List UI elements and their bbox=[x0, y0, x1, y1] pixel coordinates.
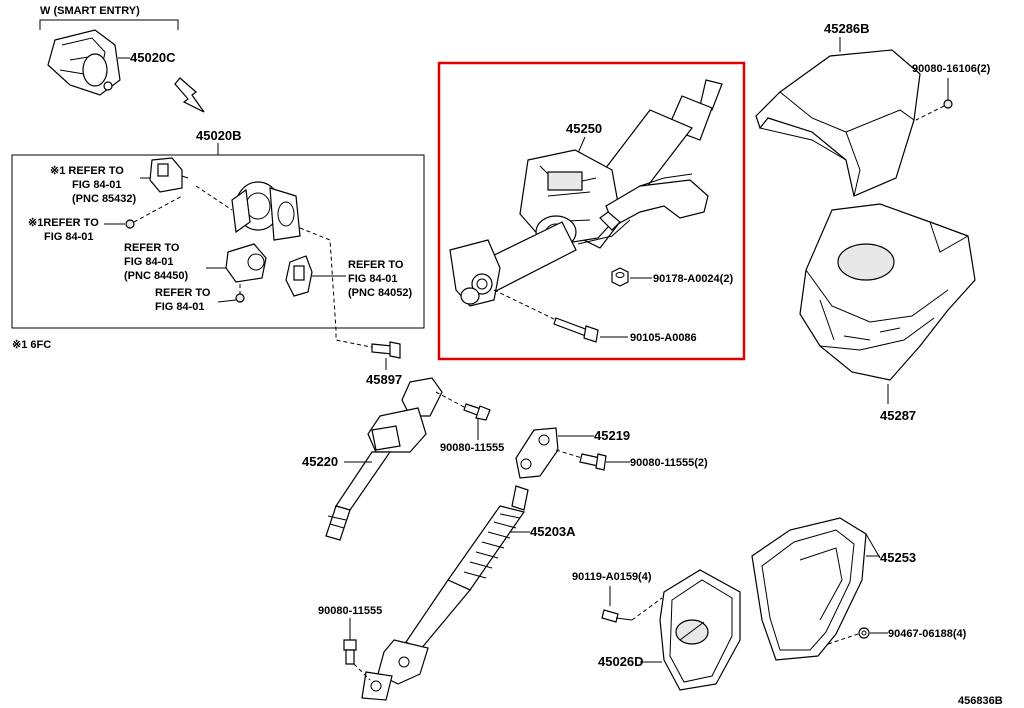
ref-note-2-line2: FIG 84-01 bbox=[44, 231, 94, 243]
ref-note-2-line1: ※1REFER TO bbox=[28, 217, 99, 229]
yoke-45219-drawing[interactable] bbox=[515, 427, 559, 479]
part-45220-label: 45220 bbox=[302, 454, 338, 469]
bolt-11555c-drawing[interactable] bbox=[343, 639, 357, 665]
upper-column-cover-drawing[interactable] bbox=[755, 49, 921, 197]
steering-shaft-boot-drawing[interactable] bbox=[361, 485, 529, 701]
bolt-11555a-drawing[interactable] bbox=[463, 403, 491, 421]
part-45220-group: 90080-11555 45220 bbox=[302, 377, 504, 541]
screw-icon bbox=[125, 219, 135, 229]
part-90080-11555b-label: 90080-11555(2) bbox=[630, 457, 708, 469]
switch-84052-drawing[interactable] bbox=[285, 255, 313, 297]
smart-entry-group: W (SMART ENTRY) 45020C bbox=[39, 5, 205, 113]
part-90080-16106-label: 90080-16106(2) bbox=[912, 63, 991, 75]
part-45250-group: 45250 bbox=[449, 79, 733, 344]
ref-note-1-line2: FIG 84-01 bbox=[72, 179, 122, 191]
ref-note-1-line3: (PNC 85432) bbox=[72, 193, 137, 205]
steering-column-drawing[interactable] bbox=[449, 79, 723, 307]
ref-note-4-line2: FIG 84-01 bbox=[155, 301, 205, 313]
part-90080-11555c-label: 90080-11555 bbox=[318, 605, 382, 617]
ref-note-5-line1: REFER TO bbox=[348, 259, 404, 271]
part-45286B-label: 45286B bbox=[824, 21, 870, 36]
part-45287-label: 45287 bbox=[880, 408, 916, 423]
ref-note-3-line3: (PNC 84450) bbox=[124, 270, 189, 282]
smart-entry-label: W (SMART ENTRY) bbox=[40, 5, 140, 17]
bolt-90105-drawing[interactable] bbox=[553, 317, 599, 343]
lower-column-cover-drawing[interactable] bbox=[799, 203, 976, 381]
screw-90119-drawing[interactable] bbox=[601, 609, 633, 623]
part-45020B-group: 45020B ※1 REFER TO FIG 84-01 (PNC 85432)… bbox=[11, 128, 425, 349]
part-45250-label: 45250 bbox=[566, 121, 602, 136]
steering-boot-plate-drawing[interactable] bbox=[659, 569, 741, 691]
part-45020C-drawing[interactable] bbox=[47, 29, 121, 96]
bolt-45897-drawing[interactable] bbox=[371, 341, 401, 359]
part-45026D-label: 45026D bbox=[598, 654, 644, 669]
diagram-ref-number: 456836B bbox=[958, 695, 1003, 707]
clip-90467-drawing[interactable] bbox=[858, 627, 870, 639]
footnote-6fc: ※1 6FC bbox=[12, 339, 51, 351]
ref-note-3-line1: REFER TO bbox=[124, 242, 180, 254]
ref-note-1-line1: ※1 REFER TO bbox=[50, 165, 124, 177]
screw-16106-icon[interactable] bbox=[943, 99, 953, 109]
ref-note-5-line2: FIG 84-01 bbox=[348, 273, 398, 285]
highlight-box-45250 bbox=[437, 61, 746, 361]
part-45219-label: 45219 bbox=[594, 428, 630, 443]
ref-note-3-line2: FIG 84-01 bbox=[124, 256, 174, 268]
part-45253-group: 45253 90467-06188(4) bbox=[751, 517, 967, 661]
part-45897-group: 45897 bbox=[366, 341, 402, 387]
ref-note-4-line1: REFER TO bbox=[155, 287, 211, 299]
part-45026D-group: 90119-A0159(4) 45026D bbox=[572, 569, 741, 691]
bolt-11555b-drawing[interactable] bbox=[579, 453, 607, 471]
ref-note-5-line3: (PNC 84052) bbox=[348, 287, 413, 299]
boot-cover-drawing[interactable] bbox=[751, 517, 881, 661]
part-45286B-group: 45286B 90080-16106(2) bbox=[755, 21, 991, 197]
part-90178-label: 90178-A0024(2) bbox=[653, 273, 733, 285]
part-90080-11555a-label: 90080-11555 bbox=[440, 442, 504, 454]
part-45253-label: 45253 bbox=[880, 550, 916, 565]
part-45020B-label: 45020B bbox=[196, 128, 242, 143]
part-90119-label: 90119-A0159(4) bbox=[572, 571, 652, 583]
part-45020C-label: 45020C bbox=[130, 50, 176, 65]
part-90105-label: 90105-A0086 bbox=[630, 332, 697, 344]
intermediate-shaft-drawing[interactable] bbox=[325, 377, 443, 541]
part-45020B-box bbox=[11, 154, 425, 329]
nut-90178-drawing[interactable] bbox=[611, 267, 629, 287]
unlock-warning-switch-drawing[interactable] bbox=[225, 243, 267, 303]
part-45287-group: 45287 bbox=[799, 203, 976, 423]
part-45897-label: 45897 bbox=[366, 372, 402, 387]
assembly-arrow-icon bbox=[174, 77, 205, 113]
part-90467-label: 90467-06188(4) bbox=[888, 628, 967, 640]
ignition-switch-drawing[interactable] bbox=[231, 181, 301, 241]
part-45203A-label: 45203A bbox=[530, 524, 576, 539]
part-45219-group: 45219 90080-11555(2) bbox=[515, 427, 708, 479]
part-45203A-group: 45203A 90080-11555 bbox=[318, 485, 576, 701]
switch-85432-drawing[interactable] bbox=[149, 157, 189, 193]
